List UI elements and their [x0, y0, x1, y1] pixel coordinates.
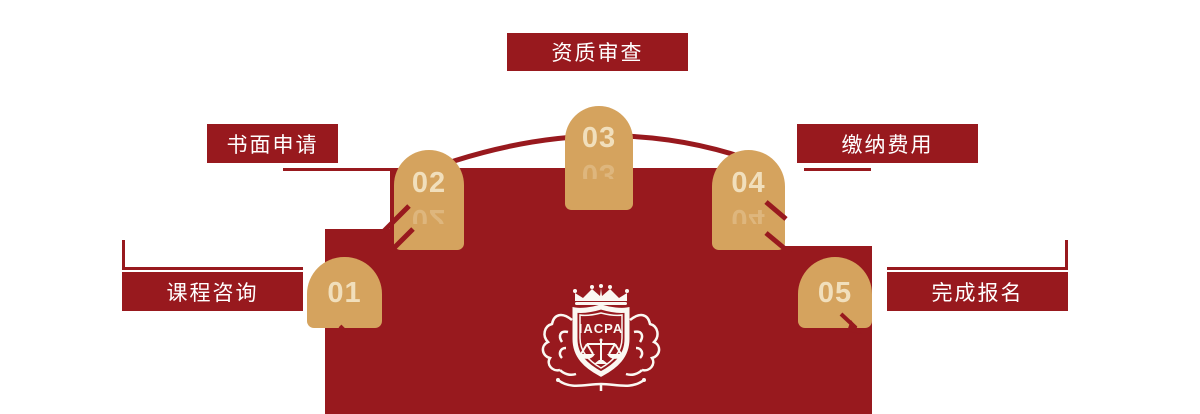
step-marker-3: 03 03 [565, 106, 633, 210]
step-number-3: 03 [581, 122, 617, 154]
lion-flourish-right [624, 313, 661, 377]
crest-abbr-text: IACPA [579, 321, 623, 336]
step-number-2-reflection: 02 [411, 204, 447, 224]
connector-vline-step1 [122, 240, 125, 270]
step-number-4-reflection: 04 [731, 204, 766, 224]
step-label-3: 资质审查 [507, 33, 688, 71]
step-label-1: 课程咨询 [122, 272, 303, 311]
step-label-4: 缴纳费用 [797, 124, 978, 163]
step-number-1: 01 [327, 276, 362, 309]
step-number-5: 05 [817, 276, 853, 309]
connector-hline-step4 [804, 168, 871, 171]
step-marker-2: 02 02 [394, 150, 464, 250]
step-label-2: 书面申请 [207, 124, 338, 163]
scales-icon [579, 338, 623, 364]
step-number-2: 02 [411, 167, 447, 199]
connector-hline-step5 [887, 267, 1068, 270]
connector-hline-step2 [283, 168, 390, 171]
step-marker-4: 04 04 [712, 150, 785, 250]
crown-icon [573, 284, 629, 305]
iacpa-crest-emblem: IACPA [541, 284, 661, 391]
step-number-3-reflection: 03 [581, 159, 617, 179]
lion-flourish-left [541, 313, 577, 377]
step-marker-1: 01 [307, 257, 382, 328]
step-label-5: 完成报名 [887, 272, 1068, 311]
connector-hline-step1 [122, 267, 303, 270]
step-marker-5: 05 [798, 257, 872, 328]
connector-vline-step5 [1065, 240, 1068, 270]
scrollwork-flourish [556, 378, 646, 391]
shield-outline [572, 304, 630, 377]
step-number-4: 04 [731, 167, 766, 199]
